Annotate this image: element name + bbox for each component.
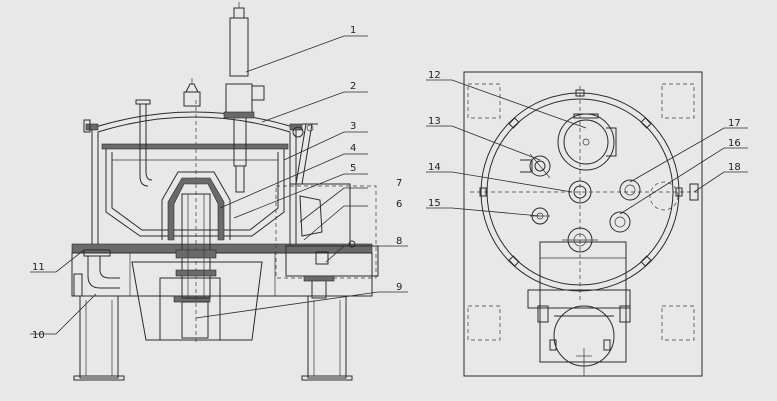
basket-drum <box>101 143 289 237</box>
rim-lugs <box>479 89 683 267</box>
callout-7: 7 <box>396 178 402 189</box>
mounting-pads <box>467 83 695 341</box>
feed-pipe <box>135 99 153 187</box>
top-plan-view <box>426 71 748 377</box>
front-callout-leaders <box>30 35 408 335</box>
discharge-pipe <box>73 249 120 297</box>
drive-extension <box>527 241 631 376</box>
drum-circles <box>470 86 700 300</box>
callout-4: 4 <box>350 143 356 154</box>
callout-6: 6 <box>396 199 402 210</box>
spindle-hub <box>161 171 231 299</box>
central-hub <box>568 180 592 204</box>
front-section-view <box>30 2 408 381</box>
callout-3: 3 <box>350 121 356 132</box>
callout-2: 2 <box>350 81 356 92</box>
motor-assembly <box>275 123 379 299</box>
scraper-cylinder <box>223 2 265 193</box>
right-support-leg <box>301 295 353 381</box>
callout-11: 11 <box>32 262 45 273</box>
feed-nozzle <box>520 153 551 179</box>
nozzle-16 <box>609 181 679 233</box>
callout-12: 12 <box>428 70 441 81</box>
callout-labels: 1 2 3 4 5 6 7 8 9 10 11 12 13 14 15 16 1… <box>32 25 741 341</box>
callout-10: 10 <box>32 330 45 341</box>
callout-8: 8 <box>396 236 402 247</box>
callout-1: 1 <box>350 25 356 36</box>
callout-14: 14 <box>428 162 441 173</box>
lid-fittings <box>83 78 304 138</box>
callout-5: 5 <box>350 163 356 174</box>
nozzle-17 <box>619 179 641 201</box>
base-frame <box>71 243 373 297</box>
plan-callout-leaders <box>426 79 748 217</box>
callout-18: 18 <box>728 162 741 173</box>
base-square <box>463 71 703 377</box>
manhole-port <box>557 113 617 171</box>
callout-17: 17 <box>728 118 741 129</box>
side-fitting-18 <box>689 183 699 201</box>
callout-13: 13 <box>428 116 441 127</box>
lower-housing <box>131 100 263 345</box>
callout-16: 16 <box>728 138 741 149</box>
callout-9: 9 <box>396 282 402 293</box>
lower-nozzle <box>562 227 598 253</box>
callout-15: 15 <box>428 198 441 209</box>
